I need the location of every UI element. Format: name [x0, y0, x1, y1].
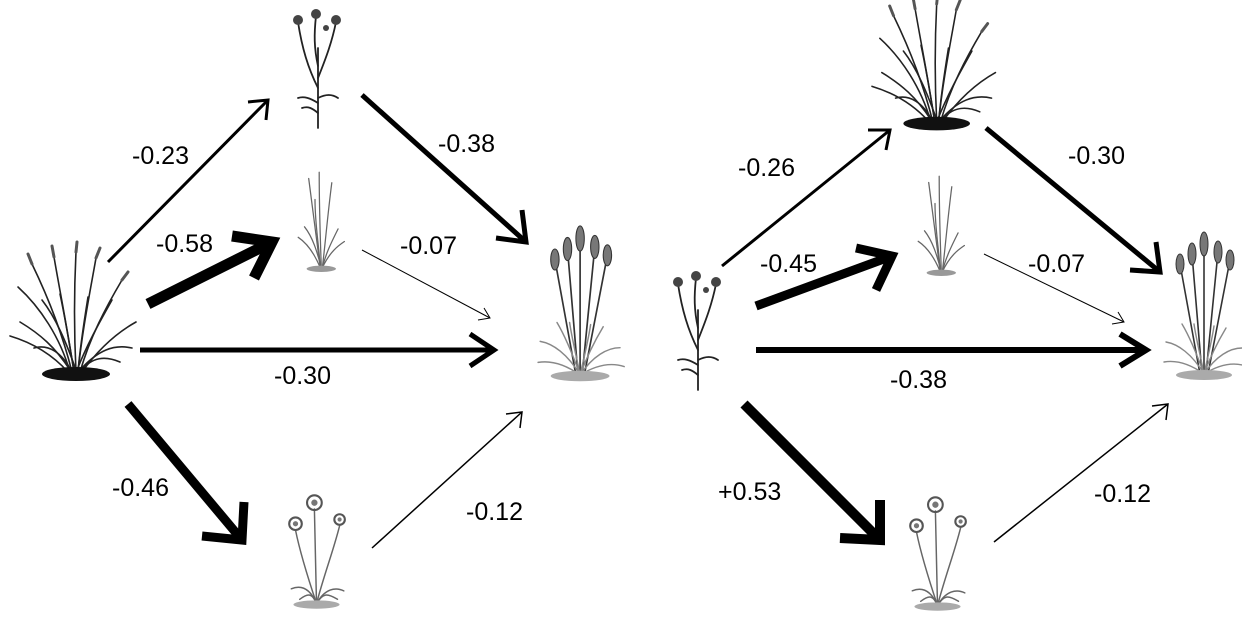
edge-label: -0.23 — [132, 142, 189, 170]
edge-label: -0.12 — [1094, 480, 1151, 508]
small-grass-icon — [917, 175, 966, 277]
panel-left: -0.23 -0.38 -0.58 -0.07 -0.30 -0.46 -0.1… — [8, 8, 626, 610]
edge-arrow — [106, 98, 270, 264]
edge-label: -0.30 — [1068, 142, 1125, 170]
edge-labels-right: -0.26 -0.30 -0.45 -0.07 -0.38 +0.53 -0.1… — [718, 142, 1151, 508]
edge-arrow — [984, 126, 1163, 275]
knapweed-plant-icon — [292, 8, 342, 129]
edge-arrow — [124, 401, 249, 545]
edge-arrow — [360, 93, 529, 245]
edge-arrow — [993, 403, 1169, 543]
edge-labels-left: -0.23 -0.38 -0.58 -0.07 -0.30 -0.46 -0.1… — [112, 130, 523, 526]
panel-right: -0.26 -0.30 -0.45 -0.07 -0.38 +0.53 -0.1… — [672, 0, 1242, 612]
edge-label: -0.30 — [274, 362, 331, 390]
edge-label: -0.07 — [400, 232, 457, 260]
tussock-grass-icon — [8, 240, 138, 383]
edge-arrow — [361, 249, 491, 321]
edge-arrow — [721, 128, 892, 268]
edge-label: -0.26 — [738, 154, 795, 182]
edge-label: -0.58 — [156, 230, 213, 258]
small-grass-icon — [297, 171, 346, 273]
edge-label: +0.53 — [718, 478, 781, 506]
edge-arrow — [983, 253, 1125, 325]
edge-arrows-right — [721, 126, 1169, 546]
edge-arrow — [756, 331, 1152, 369]
edge-label: -0.45 — [760, 250, 817, 278]
edge-arrow — [145, 230, 281, 309]
lavender-plant-icon — [537, 225, 626, 383]
edge-arrow — [740, 400, 885, 546]
tussock-grass-icon — [870, 0, 997, 132]
edge-label: -0.46 — [112, 474, 169, 502]
edge-label: -0.38 — [438, 130, 495, 158]
edge-arrow — [371, 411, 523, 549]
edge-arrow — [754, 243, 899, 311]
lavender-plant-icon — [1163, 231, 1242, 381]
daisy-plant-icon — [288, 494, 346, 610]
edge-arrow — [140, 331, 499, 369]
daisy-plant-icon — [909, 496, 967, 612]
edge-label: -0.38 — [890, 366, 947, 394]
edge-arrows-left — [106, 93, 529, 549]
edge-label: -0.12 — [466, 498, 523, 526]
edge-label: -0.07 — [1028, 250, 1085, 278]
knapweed-plant-icon — [672, 270, 722, 391]
